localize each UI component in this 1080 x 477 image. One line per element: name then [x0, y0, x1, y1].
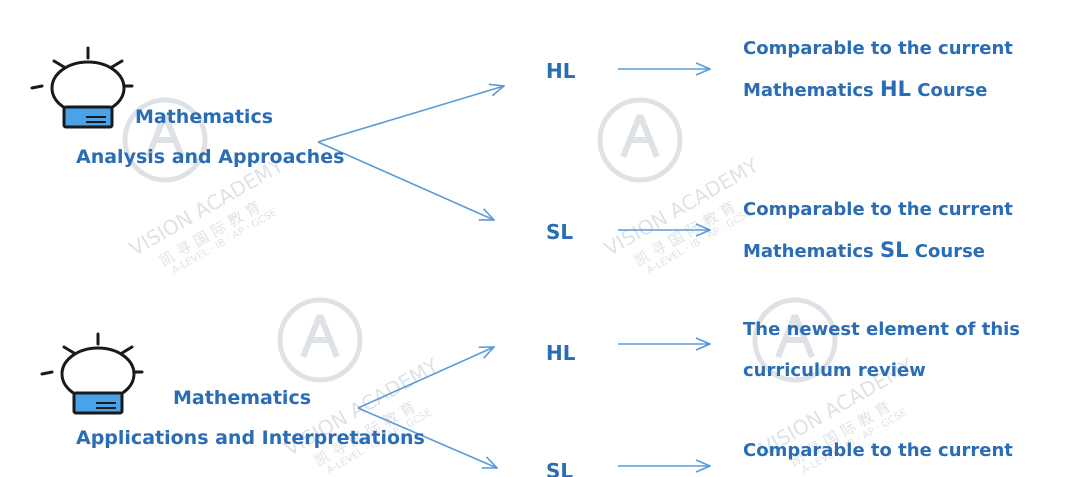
course-title: Mathematics	[173, 387, 312, 409]
description-line: curriculum review	[743, 360, 926, 381]
branch-arrow-ai-sl	[357, 407, 497, 468]
level-label: HL	[546, 59, 576, 83]
description-line: The newest element of this	[743, 319, 1021, 340]
course-subtitle: Analysis and Approaches	[76, 146, 345, 168]
lightbulb-icon	[30, 46, 134, 129]
branch-arrow-ai-hl	[357, 347, 494, 409]
level-label: SL	[546, 459, 574, 477]
branch-arrow-aa-hl	[317, 86, 504, 143]
branch-arrow-aa-sl	[317, 141, 494, 220]
description-line: Comparable to the current	[743, 199, 1013, 220]
level-description: The newest element of this curriculum re…	[743, 309, 1020, 391]
lightbulb-icon	[40, 332, 144, 415]
level-description: Comparable to the current Mathematics HL…	[743, 28, 1013, 111]
level-label: SL	[546, 220, 574, 244]
level-description: Comparable to the current	[743, 430, 1013, 471]
description-line: Comparable to the current	[743, 38, 1013, 59]
level-description: Comparable to the current Mathematics SL…	[743, 189, 1013, 272]
level-label: HL	[546, 341, 576, 365]
course-title: Mathematics	[135, 106, 274, 128]
description-line: Mathematics SL Course	[743, 238, 985, 262]
description-line: Mathematics HL Course	[743, 77, 988, 101]
description-line: Comparable to the current	[743, 440, 1013, 461]
course-subtitle: Applications and Interpretations	[76, 427, 425, 449]
